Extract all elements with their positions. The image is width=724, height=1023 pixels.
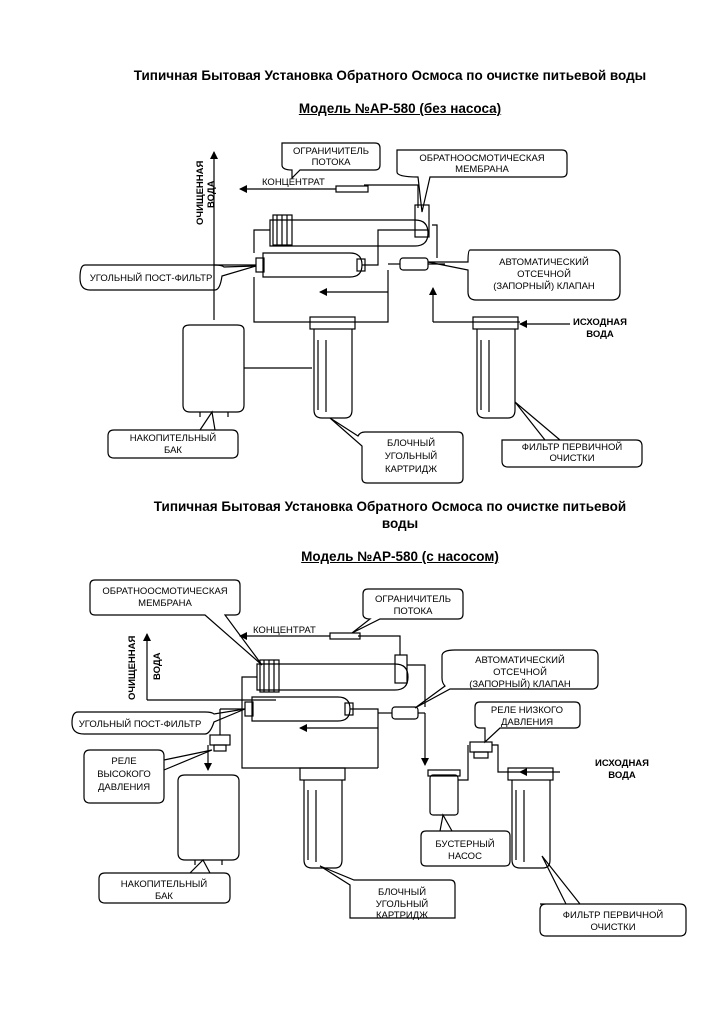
flow-restrictor-label-2: ОГРАНИЧИТЕЛЬ: [375, 594, 451, 605]
shutoff-valve-label-2: ОТСЕЧНОЙ: [493, 666, 547, 678]
prefilter-cap: [472, 316, 519, 330]
diagram1-model: Модель №АР-580 (без насоса): [298, 101, 502, 116]
membrane-label: МЕМБРАНА: [455, 164, 509, 175]
low-pressure-relay: [469, 741, 493, 753]
shutoff-valve: [399, 257, 429, 271]
flow-restrictor: [335, 185, 369, 193]
membrane-housing: [269, 219, 429, 247]
prefilter-label: ФИЛЬТР ПЕРВИЧНОЙ: [522, 441, 623, 453]
shutoff-valve-label-2: (ЗАПОРНЫЙ) КЛАПАН: [469, 678, 571, 690]
booster-pump-label: БУСТЕРНЫЙ: [435, 838, 494, 850]
purified-water-label-2: ОЧИЩЕННАЯ: [127, 636, 138, 700]
flow-restrictor-2: [329, 632, 361, 640]
shutoff-valve-label: АВТОМАТИЧЕСКИЙ: [499, 256, 589, 268]
purified-water-label-2: ВОДА: [152, 652, 163, 680]
concentrate-label: КОНЦЕНТРАТ: [262, 177, 325, 188]
diagram2-labels: ОБРАТНООСМОТИЧЕСКАЯ МЕМБРАНА ОГРАНИЧИТЕЛ…: [79, 586, 664, 933]
high-pressure-relay-label: ДАВЛЕНИЯ: [98, 782, 150, 793]
carbon-postfilter: [262, 252, 363, 278]
storage-tank-label: НАКОПИТЕЛЬНЫЙ: [130, 432, 217, 444]
source-water-label: ВОДА: [586, 329, 614, 340]
booster-pump: [429, 774, 459, 816]
carbon-block-label-2: КАРТРИДЖ: [376, 910, 428, 921]
diagram2-title-line1: Типичная Бытовая Установка Обратного Осм…: [153, 499, 627, 514]
storage-tank-label-2: НАКОПИТЕЛЬНЫЙ: [121, 878, 208, 890]
storage-tank-label: БАК: [164, 445, 182, 456]
membrane-label-2: ОБРАТНООСМОТИЧЕСКАЯ: [102, 586, 227, 597]
diagram1: [79, 142, 643, 484]
low-pressure-relay-label: ДАВЛЕНИЯ: [501, 717, 553, 728]
diagram1-labels: ОГРАНИЧИТЕЛЬ ПОТОКА КОНЦЕНТРАТ ОБРАТНООС…: [90, 146, 627, 475]
shutoff-valve-label-2: АВТОМАТИЧЕСКИЙ: [475, 654, 565, 666]
high-pressure-relay-label: ВЫСОКОГО: [97, 769, 151, 780]
prefilter-housing-2: [511, 780, 551, 869]
membrane-label-2: МЕМБРАНА: [138, 598, 192, 609]
membrane-label: ОБРАТНООСМОТИЧЕСКАЯ: [419, 153, 544, 164]
diagram2: [71, 579, 687, 937]
carbon-postfilter-label-2: УГОЛЬНЫЙ ПОСТ-ФИЛЬТР: [79, 718, 202, 730]
carbon-block-label: УГОЛЬНЫЙ: [385, 450, 438, 462]
purified-water-label: ВОДА: [206, 180, 217, 208]
carbon-block-label: БЛОЧНЫЙ: [387, 437, 435, 449]
storage-tank-label-2: БАК: [155, 891, 173, 902]
concentrate-label-2: КОНЦЕНТРАТ: [253, 625, 316, 636]
shutoff-valve-label: (ЗАПОРНЫЙ) КЛАПАН: [493, 280, 595, 292]
membrane-housing-2: [256, 663, 409, 691]
storage-tank-2: [177, 774, 240, 861]
prefilter-housing: [476, 329, 516, 419]
carbon-block-cap: [309, 316, 356, 330]
prefilter-label-2: ОЧИСТКИ: [590, 922, 635, 933]
membrane-elbow: [414, 204, 430, 238]
shutoff-valve-label: ОТСЕЧНОЙ: [517, 268, 571, 280]
diagram1-title: Типичная Бытовая Установка Обратного Осм…: [133, 68, 647, 83]
flow-restrictor-label: ПОТОКА: [312, 157, 352, 168]
prefilter-label-2: ФИЛЬТР ПЕРВИЧНОЙ: [563, 909, 664, 921]
carbon-block-housing: [313, 329, 353, 419]
high-pressure-relay: [209, 734, 231, 746]
flow-restrictor-label: ОГРАНИЧИТЕЛЬ: [293, 146, 369, 157]
high-pressure-relay-label: РЕЛЕ: [111, 756, 136, 767]
carbon-block-label-2: БЛОЧНЫЙ: [378, 886, 426, 898]
storage-tank: [182, 324, 245, 413]
diagram2-title-line2: воды: [381, 516, 419, 531]
flow-restrictor-label-2: ПОТОКА: [394, 606, 434, 617]
carbon-block-label: КАРТРИДЖ: [385, 464, 437, 475]
carbon-postfilter-label: УГОЛЬНЫЙ ПОСТ-ФИЛЬТР: [90, 272, 213, 284]
carbon-block-housing-2: [303, 780, 343, 869]
carbon-block-label-2: УГОЛЬНЫЙ: [376, 898, 429, 910]
prefilter-label: ОЧИСТКИ: [549, 453, 594, 464]
source-water-label-2: ИСХОДНАЯ: [595, 758, 649, 769]
booster-pump-label: НАСОС: [448, 851, 482, 862]
diagram2-model: Модель №АР-580 (с насосом): [301, 549, 499, 564]
shutoff-valve-2: [391, 706, 419, 720]
source-water-label: ИСХОДНАЯ: [573, 317, 627, 328]
source-water-label-2: ВОДА: [608, 770, 636, 781]
low-pressure-relay-label: РЕЛЕ НИЗКОГО: [491, 705, 563, 716]
purified-water-label: ОЧИЩЕННАЯ: [195, 161, 206, 225]
